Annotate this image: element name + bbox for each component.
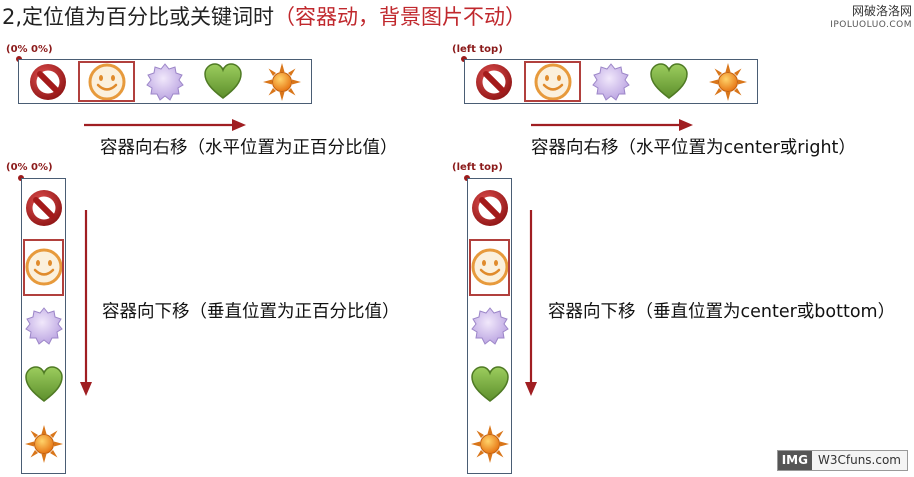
- panel3-icon-strip: [21, 178, 66, 474]
- badge-star-icon: [145, 62, 185, 102]
- no-entry-icon: [28, 62, 68, 102]
- icon-cell: [22, 414, 65, 473]
- icon-cell: [465, 60, 523, 103]
- watermark-line1: 网破洛洛网: [851, 4, 912, 18]
- icon-cell: [640, 60, 698, 103]
- panel4-icon-strip: [467, 178, 512, 474]
- sun-icon: [262, 62, 302, 102]
- icon-cell-selected: [22, 238, 65, 297]
- site-logo: IMG W3Cfuns.com: [776, 450, 908, 471]
- heart-icon: [24, 365, 64, 405]
- no-entry-icon: [474, 62, 514, 102]
- panel1-arrow-right: [84, 119, 246, 131]
- panel4-caption: 容器向下移（垂直位置为center或bottom）: [548, 302, 896, 322]
- icon-cell: [468, 414, 511, 473]
- sun-icon: [708, 62, 748, 102]
- heart-icon: [470, 365, 510, 405]
- icon-cell: [22, 297, 65, 356]
- logo-site-text: W3Cfuns.com: [811, 451, 907, 470]
- watermark-top: 网破洛洛网 IPOLUOLUO.COM: [830, 4, 912, 32]
- badge-star-icon: [591, 62, 631, 102]
- icon-cell: [22, 355, 65, 414]
- smiley-icon: [87, 62, 127, 102]
- panel2-icon-strip: [464, 59, 758, 104]
- panel1-icon-strip: [18, 59, 312, 104]
- no-entry-icon: [470, 188, 510, 228]
- icon-cell: [468, 297, 511, 356]
- panel1-badge: (0% 0%): [6, 44, 53, 55]
- badge-star-icon: [24, 306, 64, 346]
- icon-cell-selected: [468, 238, 511, 297]
- panel3-caption: 容器向下移（垂直位置为正百分比值）: [102, 302, 400, 322]
- icon-cell: [22, 179, 65, 238]
- heart-icon: [203, 62, 243, 102]
- smiley-icon: [533, 62, 573, 102]
- panel3-badge: (0% 0%): [6, 162, 53, 173]
- icon-cell: [194, 60, 252, 103]
- panel4-badge: (left top): [452, 162, 503, 173]
- title-main: 2,定位值为百分比或关键词时: [2, 5, 275, 29]
- title-highlight: （容器动，背景图片不动）: [274, 5, 527, 29]
- icon-cell: [699, 60, 757, 103]
- sun-icon: [24, 424, 64, 464]
- icon-cell-selected: [77, 60, 135, 103]
- panel2-caption: 容器向右移（水平位置为center或right）: [531, 138, 856, 158]
- smiley-icon: [24, 247, 64, 287]
- icon-cell: [253, 60, 311, 103]
- no-entry-icon: [24, 188, 64, 228]
- sun-icon: [470, 424, 510, 464]
- icon-cell: [136, 60, 194, 103]
- badge-star-icon: [470, 306, 510, 346]
- watermark-line2: IPOLUOLUO.COM: [830, 20, 912, 30]
- icon-cell: [468, 355, 511, 414]
- logo-img-text: IMG: [777, 451, 812, 470]
- panel4-arrow-down: [525, 210, 537, 396]
- heart-icon: [649, 62, 689, 102]
- icon-cell: [468, 179, 511, 238]
- panel2-arrow-right: [531, 119, 693, 131]
- panel3-arrow-down: [80, 210, 92, 396]
- panel2-badge: (left top): [452, 44, 503, 55]
- smiley-icon: [470, 247, 510, 287]
- icon-cell-selected: [523, 60, 581, 103]
- page-title: 2,定位值为百分比或关键词时（容器动，背景图片不动）: [2, 3, 526, 31]
- icon-cell: [582, 60, 640, 103]
- icon-cell: [19, 60, 77, 103]
- panel1-caption: 容器向右移（水平位置为正百分比值）: [100, 138, 398, 158]
